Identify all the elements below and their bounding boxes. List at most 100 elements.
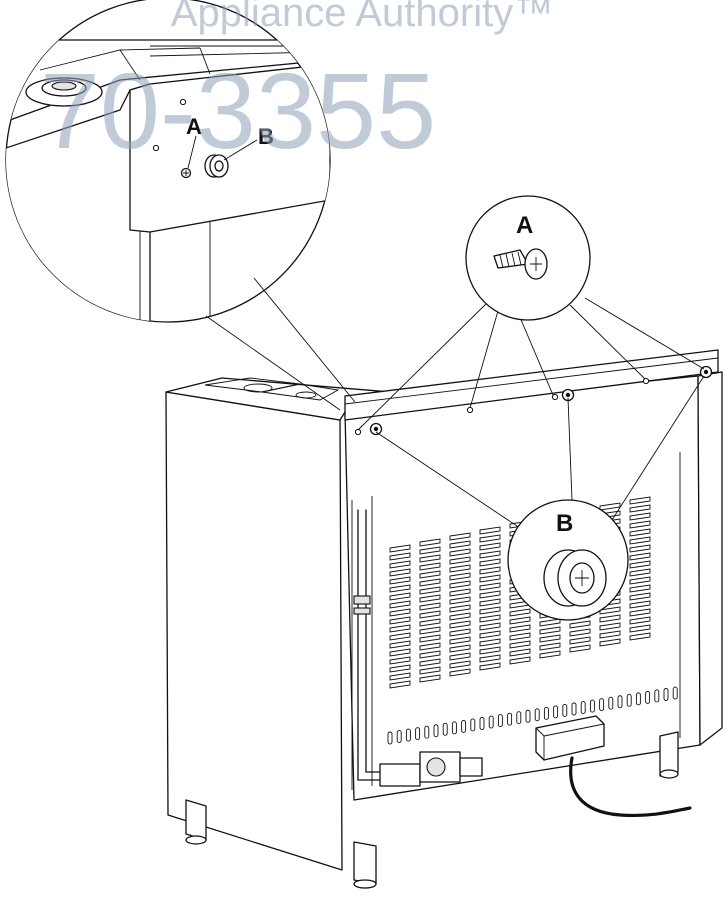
louver-slot <box>580 701 586 714</box>
louver-slot <box>470 718 476 732</box>
vent-slot <box>539 650 561 659</box>
vent-slot <box>629 632 651 641</box>
vent-slot <box>449 612 471 621</box>
louver-slot <box>553 705 559 719</box>
vent-slot <box>629 560 651 569</box>
vent-slot <box>449 604 471 613</box>
inset-burner-icon <box>25 77 103 107</box>
vent-slot <box>389 624 411 633</box>
louver-slot <box>543 706 549 720</box>
louver-slot <box>516 711 522 725</box>
louver-slot <box>461 719 467 733</box>
vent-slot <box>629 584 651 593</box>
louver-slot <box>497 714 503 728</box>
vent-slot <box>389 656 411 665</box>
vent-slot <box>479 558 501 567</box>
watermark: Appliance Authority™ 70-3355 <box>40 0 553 171</box>
vent-slot <box>419 578 441 587</box>
vent-slot <box>449 644 471 653</box>
range-backguard <box>344 349 719 421</box>
vent-slot <box>479 646 501 655</box>
inset-cone-lines <box>205 277 356 411</box>
louver-slot <box>488 715 494 729</box>
gas-regulator <box>379 751 483 787</box>
vent-slot <box>479 574 501 583</box>
vent-slot <box>449 652 471 661</box>
vent-slot <box>419 674 441 683</box>
vent-slot <box>539 634 561 643</box>
range-right-side <box>697 371 723 746</box>
louver-slot <box>562 704 568 717</box>
louver-slot <box>534 708 540 722</box>
vent-slot <box>389 672 411 681</box>
vent-slot <box>629 552 651 561</box>
callout-a: A <box>465 195 591 321</box>
louver-slot <box>654 689 660 703</box>
vent-slot <box>419 562 441 571</box>
watermark-line-1: Appliance Authority™ <box>171 0 553 35</box>
spacer-icon <box>543 549 607 607</box>
louver-slot <box>442 722 448 736</box>
vent-slot <box>629 576 651 585</box>
louver-slot <box>599 698 605 712</box>
vent-slot <box>629 528 651 537</box>
vent-slot <box>419 666 441 675</box>
bottom-louvers <box>387 686 678 745</box>
vent-slot <box>419 634 441 643</box>
vent-slot <box>539 626 561 635</box>
vent-slot <box>449 668 471 677</box>
vent-slot <box>509 648 531 657</box>
vent-slot <box>449 628 471 637</box>
vent-slot <box>419 642 441 651</box>
louver-slot <box>672 686 678 700</box>
vent-slot <box>449 596 471 605</box>
louver-slot <box>479 717 485 730</box>
vent-slot <box>389 544 411 553</box>
vent-slot <box>389 640 411 649</box>
inset-spacer-icon <box>204 154 229 178</box>
vent-slot <box>389 608 411 617</box>
callout-b-label: B <box>556 510 573 537</box>
louver-slot <box>626 693 632 707</box>
vent-slot <box>419 618 441 627</box>
callout-a-label: A <box>516 212 533 239</box>
leader-lines-a <box>357 297 705 431</box>
vent-slot <box>509 616 531 625</box>
vent-slot <box>419 538 441 547</box>
vent-slot <box>479 654 501 663</box>
vent-slot <box>449 548 471 557</box>
vent-slot <box>389 576 411 585</box>
vent-slot <box>539 618 561 627</box>
louver-slot <box>396 730 402 743</box>
vent-slot <box>449 540 471 549</box>
vent-slot <box>389 616 411 625</box>
vent-slot <box>389 552 411 561</box>
vent-slot <box>389 648 411 657</box>
vent-slot <box>389 680 411 689</box>
louver-slot <box>525 709 531 723</box>
leader-lines-b <box>375 375 705 529</box>
range-left-side-panel <box>165 391 343 871</box>
vent-slot <box>509 608 531 617</box>
vent-slot <box>419 602 441 611</box>
power-cord <box>569 756 692 818</box>
vent-slot <box>509 656 531 665</box>
louver-slot <box>507 712 513 726</box>
vent-slot <box>479 550 501 559</box>
vent-slot <box>569 628 591 637</box>
gas-pipe <box>353 509 381 781</box>
vent-slot <box>479 582 501 591</box>
vent-slot <box>419 594 441 603</box>
vent-slot <box>569 636 591 645</box>
inset-label-b: B <box>258 124 274 149</box>
vent-slot <box>449 636 471 645</box>
vent-slot <box>389 600 411 609</box>
vent-slot <box>419 570 441 579</box>
vent-slot <box>479 598 501 607</box>
burner-grates <box>204 377 340 401</box>
louver-slot <box>635 692 641 706</box>
vent-slot <box>389 632 411 641</box>
vent-slot <box>449 532 471 541</box>
vent-slot <box>629 600 651 609</box>
vent-slot <box>599 606 621 615</box>
